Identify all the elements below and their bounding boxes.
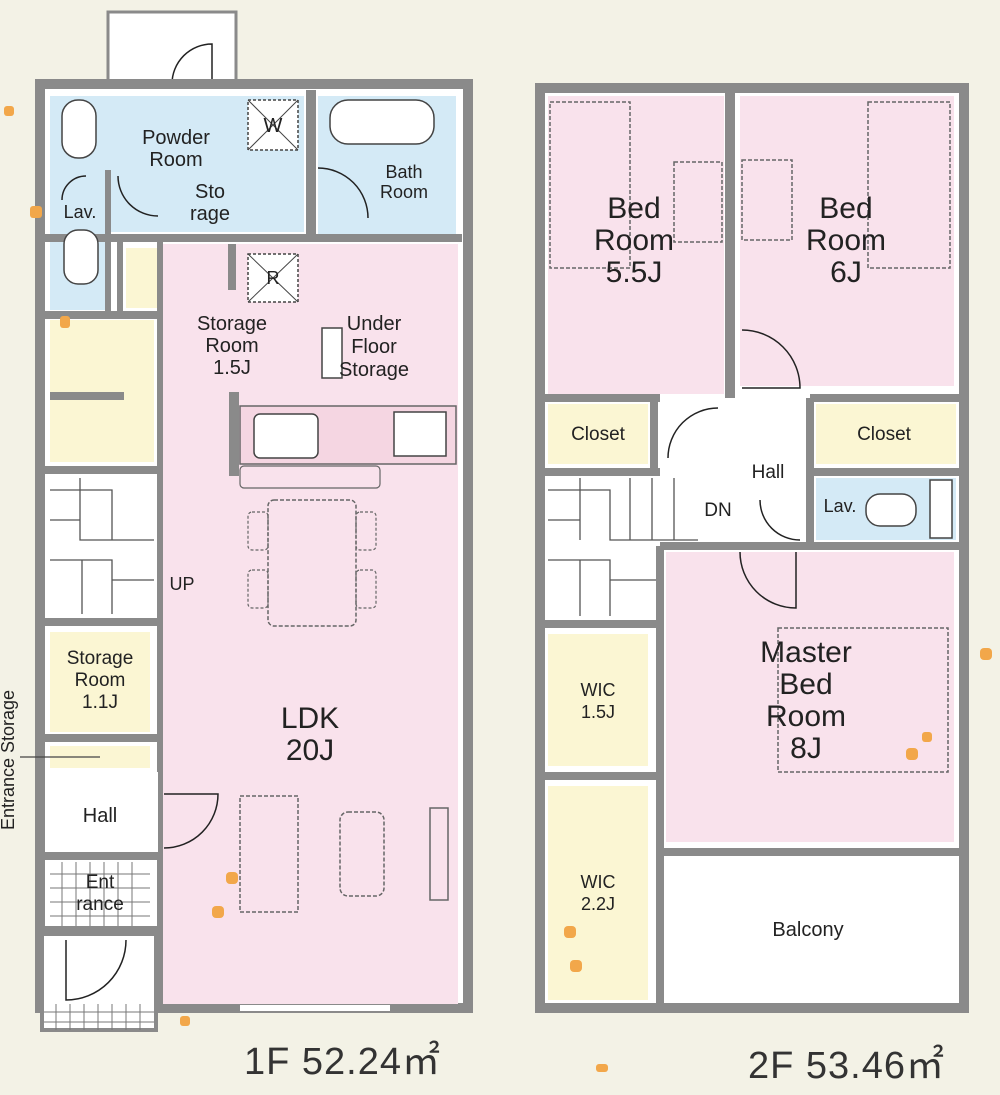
lav-label-1f: Lav. xyxy=(64,202,97,222)
toilet xyxy=(63,229,99,285)
storage-room-label-3: 1.5J xyxy=(213,357,251,379)
lav-label-2f: Lav. xyxy=(824,496,857,516)
hall-1f xyxy=(50,772,158,852)
decorative-dots xyxy=(4,106,992,1072)
entrance-storage-label: Entrance Storage xyxy=(0,690,18,830)
closet-a-label: Closet xyxy=(571,424,626,445)
dining-table xyxy=(267,499,357,627)
bed-room-a-label-3: 5.5J xyxy=(606,256,663,289)
floor2-area: 2F 53.46㎡ xyxy=(748,1045,945,1087)
bed-room-a xyxy=(548,96,724,386)
entrance xyxy=(50,862,150,926)
balcony xyxy=(666,860,956,1000)
master-label-2: Bed xyxy=(779,668,832,701)
ldk-label-1: LDK xyxy=(281,702,339,735)
sink-fixture xyxy=(61,99,97,159)
wic-a-label-2: 1.5J xyxy=(581,702,615,722)
porch-top xyxy=(106,10,238,86)
floor2-plan xyxy=(535,83,969,1013)
master-label-4: 8J xyxy=(790,732,822,765)
dn-label: DN xyxy=(704,500,731,521)
under-floor-label-1: Under xyxy=(347,313,402,335)
ldk-room xyxy=(162,244,458,1004)
bath-room-label-2: Room xyxy=(380,182,428,202)
up-label: UP xyxy=(169,574,194,594)
storage-room-small-label-3: 1.1J xyxy=(82,692,118,713)
storage-room-2 xyxy=(50,632,150,732)
bath-room-label-1: Bath xyxy=(385,162,422,182)
floor1-plan xyxy=(35,10,473,1032)
storage-room-small-label-2: Room xyxy=(75,670,126,691)
wic-b-label-1: WIC xyxy=(581,872,616,892)
under-floor-label-3: Storage xyxy=(339,359,409,381)
bed-room-b xyxy=(740,96,954,386)
storage-room-label-2: Room xyxy=(205,335,258,357)
ldk-label-2: 20J xyxy=(286,734,334,767)
entrance-label-2: rance xyxy=(76,894,124,915)
balcony-label: Balcony xyxy=(772,919,843,941)
powder-room-label-1: Powder xyxy=(142,127,210,149)
hall-label-2f: Hall xyxy=(752,462,785,483)
closet-b-label: Closet xyxy=(857,424,912,445)
washer-label: W xyxy=(264,115,283,137)
storage-label-2: rage xyxy=(190,203,230,225)
entrance-label-1: Ent xyxy=(86,872,115,893)
bed-room-b-label-1: Bed xyxy=(819,192,872,225)
wic-a xyxy=(548,634,648,766)
kitchen-sink xyxy=(253,413,319,459)
floor1-area: 1F 52.24㎡ xyxy=(244,1041,441,1083)
wic-b xyxy=(548,786,648,1000)
master-label-1: Master xyxy=(760,636,852,669)
bed-room-b-label-3: 6J xyxy=(830,256,862,289)
stairs-1f xyxy=(50,478,154,614)
stairs-2f xyxy=(548,478,658,616)
powder-room-label-2: Room xyxy=(149,149,202,171)
storage-room-small-label-1: Storage xyxy=(67,648,134,669)
small-storage xyxy=(126,248,158,308)
storage-room-1 xyxy=(50,320,154,462)
closet-b xyxy=(816,404,956,464)
bed-room-a-label-1: Bed xyxy=(607,192,660,225)
under-floor-label-2: Floor xyxy=(351,336,397,358)
wic-b-label-2: 2.2J xyxy=(581,894,615,914)
storage-room-label-1: Storage xyxy=(197,313,267,335)
porch-door-swing xyxy=(171,43,213,85)
master-label-3: Room xyxy=(766,700,846,733)
refrigerator-label: R xyxy=(267,268,280,288)
floor2-labels: Bed Room 5.5J Bed Room 6J Closet Closet … xyxy=(571,192,912,941)
wic-a-label-1: WIC xyxy=(581,680,616,700)
bed-room-b-label-2: Room xyxy=(806,224,886,257)
closet-a xyxy=(548,404,648,464)
floor1-labels: Powder Room Sto rage W Bath Room Lav. R … xyxy=(0,115,428,915)
master-bed-room xyxy=(666,552,954,842)
bed-room-a-label-2: Room xyxy=(594,224,674,257)
hall-label-1f: Hall xyxy=(83,805,117,827)
storage-label-1: Sto xyxy=(195,181,225,203)
stove xyxy=(393,411,447,457)
bathtub xyxy=(329,99,435,145)
